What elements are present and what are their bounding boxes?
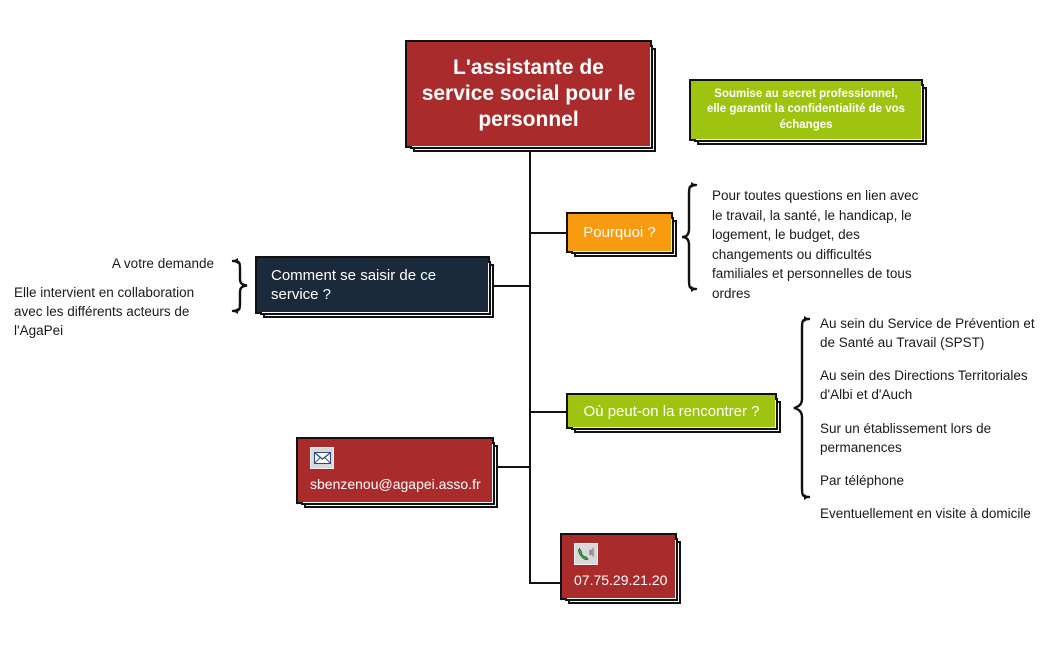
brace-comment bbox=[228, 258, 250, 319]
confidentiality-node[interactable]: Soumise au secret professionnel, elle ga… bbox=[689, 79, 927, 145]
comment-node-fill bbox=[257, 258, 488, 312]
envelope-icon bbox=[310, 447, 334, 469]
brace-ou bbox=[790, 314, 814, 509]
telephone-icon bbox=[574, 543, 598, 565]
pourquoi-node-label: Pourquoi ? bbox=[583, 224, 656, 241]
email-address-text[interactable]: sbenzenou@agapei.asso.fr bbox=[310, 476, 481, 492]
connector-to-phone bbox=[529, 582, 561, 584]
pourquoi-detail-text: Pour toutes questions en lien avec le tr… bbox=[712, 188, 919, 301]
ou-item: Par téléphone bbox=[820, 472, 905, 488]
phone-contact-node[interactable]: 07.75.29.21.20 bbox=[560, 533, 681, 604]
root-node-label: L'assistante de service social pour le p… bbox=[421, 55, 636, 132]
pourquoi-node-fill bbox=[568, 214, 671, 251]
root-node-fill bbox=[407, 42, 650, 146]
ou-item: Au sein du Service de Prévention et de S… bbox=[820, 316, 1035, 351]
connector-trunk-vertical bbox=[529, 148, 531, 584]
comment-note-2: Elle intervient en collaboration avec le… bbox=[14, 285, 195, 339]
connector-to-comment bbox=[489, 285, 531, 287]
ou-item: Eventuellement en visite à domicile bbox=[820, 506, 1031, 522]
connector-to-pourquoi bbox=[529, 232, 567, 234]
comment-node[interactable]: Comment se saisir de ce service ? bbox=[255, 256, 494, 318]
comment-note-1: A votre demande bbox=[111, 256, 214, 271]
email-contact-node[interactable]: sbenzenou@agapei.asso.fr bbox=[296, 437, 498, 508]
phone-number-text[interactable]: 07.75.29.21.20 bbox=[574, 572, 668, 588]
confidentiality-node-label: Soumise au secret professionnel, elle ga… bbox=[706, 87, 906, 131]
ou-node-label: Où peut-on la rencontrer ? bbox=[583, 402, 760, 420]
ou-items-list: Au sein du Service de Prévention et de S… bbox=[820, 314, 1042, 523]
ou-node[interactable]: Où peut-on la rencontrer ? bbox=[566, 393, 781, 433]
brace-pourquoi bbox=[679, 181, 701, 298]
ou-node-fill bbox=[568, 395, 775, 427]
ou-item: Au sein des Directions Territoriales d'A… bbox=[820, 368, 1028, 403]
connector-to-ou bbox=[529, 411, 567, 413]
root-node[interactable]: L'assistante de service social pour le p… bbox=[405, 40, 656, 152]
connector-to-email bbox=[493, 466, 531, 468]
comment-node-label: Comment se saisir de ce service ? bbox=[271, 266, 437, 304]
ou-item: Sur un établissement lors de permanences bbox=[820, 420, 992, 455]
confidentiality-node-fill bbox=[691, 81, 921, 139]
pourquoi-node[interactable]: Pourquoi ? bbox=[566, 212, 677, 257]
